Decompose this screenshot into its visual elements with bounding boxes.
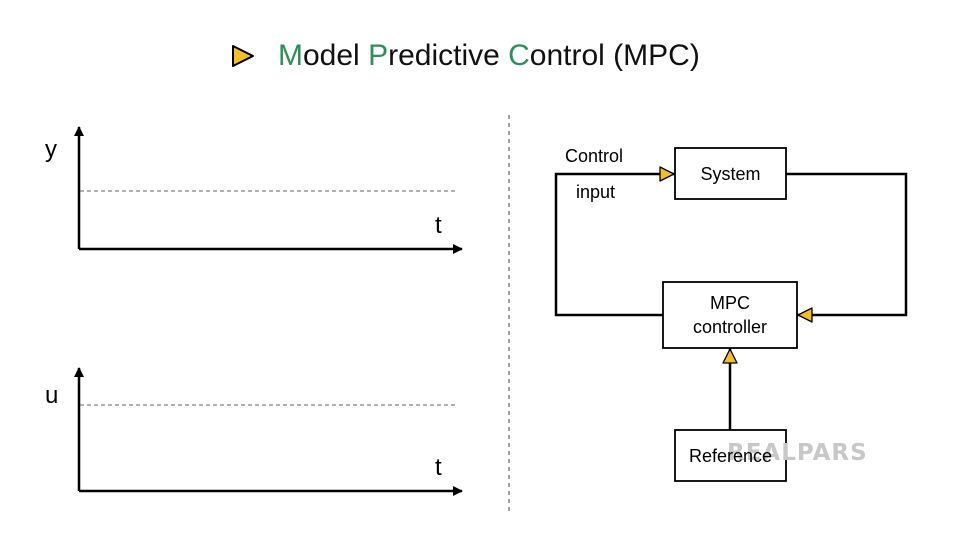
arrow-into-system-icon: [659, 166, 675, 182]
bottom-plot-x-label: t: [435, 454, 442, 481]
controller-box: [662, 281, 798, 349]
top-plot: [74, 126, 463, 254]
system-box: [674, 147, 787, 200]
title-text: Model Predictive Control (MPC): [278, 39, 700, 72]
system-label: System: [700, 163, 761, 184]
arrow-from-reference-icon: [722, 348, 738, 364]
bottom-plot-y-label: u: [45, 382, 59, 409]
top-plot-y-label: y: [45, 136, 57, 163]
slide-title: Model Predictive Control (MPC): [230, 36, 700, 76]
top-plot-x-label: t: [435, 212, 442, 239]
control-input-label-line1: Control: [565, 146, 624, 166]
reference-label: Reference: [688, 445, 773, 466]
control-input-path: [554, 172, 675, 317]
block-diagram: [554, 147, 908, 482]
realpars-watermark: REALPARS: [727, 440, 868, 466]
arrow-into-controller-icon: [797, 307, 813, 323]
control-input-label-line2: input: [576, 182, 616, 202]
play-triangle-icon: [232, 45, 254, 67]
bottom-plot: [74, 367, 463, 496]
controller-label: MPC controller: [692, 293, 768, 337]
feedback-path: [786, 172, 908, 317]
